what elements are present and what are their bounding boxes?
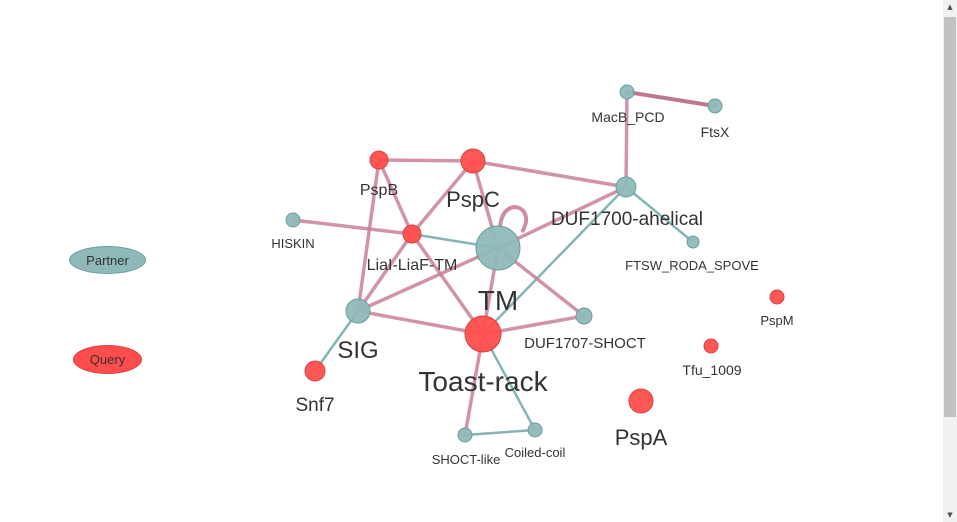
edge-duf1700-ahelical-ftsw-roda-spove — [624, 185, 695, 244]
edges-layer — [291, 90, 717, 437]
node-snf7[interactable] — [304, 360, 326, 382]
edge-macb-pcd-duf1700-ahelical — [624, 90, 629, 189]
scroll-up-arrow-icon[interactable]: ▲ — [947, 3, 953, 11]
legend-partner-label: Partner — [86, 252, 129, 268]
legend-query: Query — [73, 345, 142, 374]
node-label-snf7: Snf7 — [295, 395, 334, 416]
edge-duf1700-ahelical-tm — [496, 185, 628, 250]
node-duf1707-shoct[interactable] — [575, 307, 593, 325]
node-tm[interactable] — [475, 225, 521, 271]
node-label-pspb: PspB — [360, 182, 398, 199]
node-toast-rack[interactable] — [464, 315, 502, 353]
edge-hiskin-liai-liaf-tm — [291, 218, 414, 236]
node-shoct-like[interactable] — [457, 427, 473, 443]
edge-pspb-sig — [356, 158, 381, 313]
edge-macb-pcd-ftsx — [625, 90, 717, 108]
node-liai-liaf-tm[interactable] — [402, 224, 422, 244]
node-label-liai-liaf-tm: LiaI-LiaF-TM — [367, 257, 458, 274]
node-pspb[interactable] — [369, 150, 389, 170]
node-label-duf1700-ahelical: DUF1700-ahelical — [551, 209, 703, 230]
edge-liai-liaf-tm-sig — [356, 232, 414, 313]
nodes-layer — [285, 84, 785, 443]
node-label-tm: TM — [478, 285, 518, 316]
node-hiskin[interactable] — [285, 212, 301, 228]
node-pspm[interactable] — [769, 289, 785, 305]
edge-pspc-liai-liaf-tm — [410, 159, 475, 236]
node-macb-pcd[interactable] — [619, 84, 635, 100]
node-label-hiskin: HISKIN — [271, 236, 314, 251]
edge-shoct-like-coiled-coil — [463, 428, 537, 437]
node-label-duf1707-shoct: DUF1707-SHOCT — [524, 335, 646, 352]
edge-pspb-liai-liaf-tm — [377, 158, 414, 236]
node-pspc[interactable] — [460, 148, 486, 174]
node-tfu-1009[interactable] — [703, 338, 719, 354]
edge-tm-sig — [356, 246, 500, 313]
legend-query-label: Query — [89, 352, 126, 367]
node-label-pspc: PspC — [446, 187, 500, 212]
scrollbar-thumb[interactable] — [944, 17, 956, 417]
node-label-tfu-1009: Tfu_1009 — [682, 362, 741, 378]
node-label-pspa: PspA — [615, 425, 668, 450]
edge-pspc-duf1700-ahelical — [471, 159, 628, 189]
node-label-shoct-like: SHOCT-like — [432, 452, 501, 467]
node-ftsw-roda-spove[interactable] — [686, 235, 700, 249]
node-sig[interactable] — [345, 298, 371, 324]
edge-liai-liaf-tm-toast-rack — [410, 232, 485, 336]
legend-partner: Partner — [69, 246, 146, 274]
node-label-sig: SIG — [337, 337, 378, 364]
edge-pspb-pspc — [377, 158, 475, 163]
node-duf1700-ahelical[interactable] — [615, 176, 637, 198]
node-label-macb-pcd: MacB_PCD — [591, 109, 664, 125]
node-label-ftsx: FtsX — [701, 124, 730, 140]
edge-duf1700-ahelical-toast-rack — [481, 185, 628, 336]
node-label-toast-rack: Toast-rack — [418, 366, 548, 397]
edge-sig-toast-rack — [356, 309, 485, 336]
node-pspa[interactable] — [628, 388, 654, 414]
vertical-scrollbar[interactable]: ▲ ▼ — [943, 0, 957, 522]
node-coiled-coil[interactable] — [527, 422, 543, 438]
node-label-ftsw-roda-spove: FTSW_RODA_SPOVE — [625, 258, 759, 273]
node-ftsx[interactable] — [707, 98, 723, 114]
node-label-pspm: PspM — [760, 313, 793, 328]
edge-tm-self-loop — [498, 205, 529, 234]
node-label-coiled-coil: Coiled-coil — [505, 445, 566, 460]
scroll-down-arrow-icon[interactable]: ▼ — [947, 511, 953, 519]
